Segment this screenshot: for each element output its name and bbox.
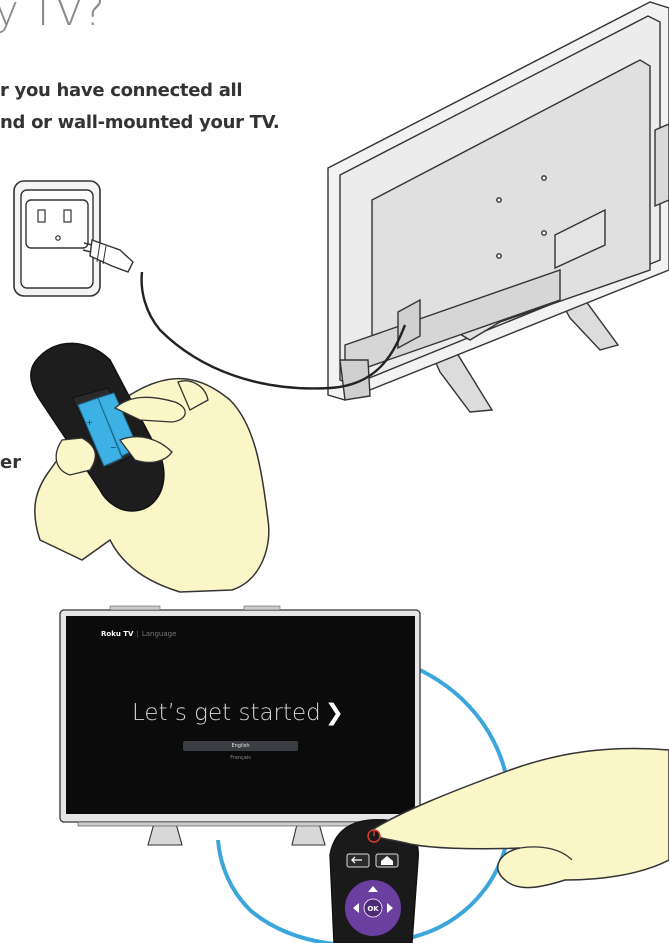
screen-title-text: Let’s get started xyxy=(132,700,321,726)
header-separator: | xyxy=(136,630,138,638)
battery-install-illustration: + − xyxy=(31,343,269,592)
tv-screen: Roku TV| Language Let’s get started❯ Engl… xyxy=(66,616,415,814)
breadcrumb: Language xyxy=(142,630,177,638)
language-option-french[interactable]: Français xyxy=(183,753,298,763)
language-option-english[interactable]: English xyxy=(183,741,298,751)
screen-header: Roku TV| Language xyxy=(101,630,176,638)
chevron-right-icon: ❯ xyxy=(325,700,344,726)
tv-back-illustration xyxy=(328,2,669,412)
screen-title: Let’s get started❯ xyxy=(132,700,344,726)
svg-text:−: − xyxy=(110,443,117,452)
brand-logo: Roku TV xyxy=(101,630,133,638)
svg-text:+: + xyxy=(86,418,93,427)
wall-outlet-illustration xyxy=(14,181,133,296)
